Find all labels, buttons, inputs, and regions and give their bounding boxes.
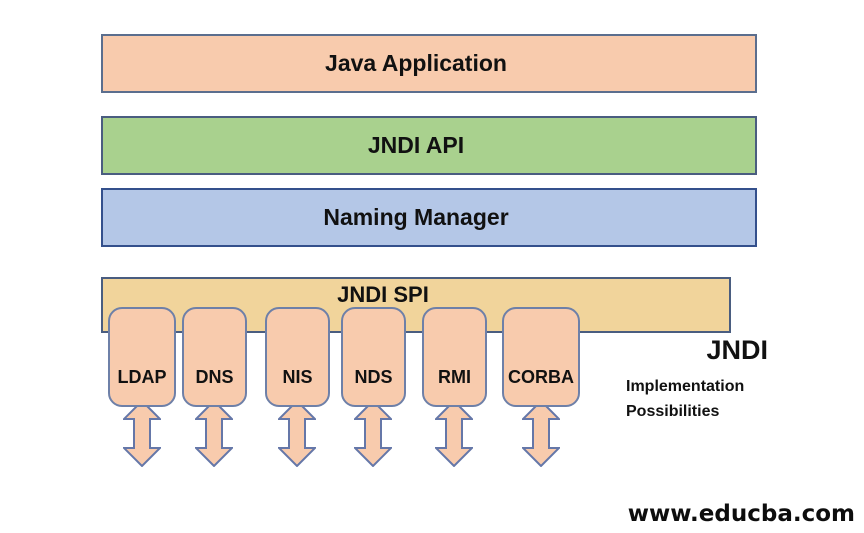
double-arrow-icon <box>195 400 233 467</box>
side-caption: JNDI Implementation Possibilities <box>626 335 768 424</box>
provider-box-dns: DNS <box>182 307 247 407</box>
layer-naming-manager-label: Naming Manager <box>323 204 509 230</box>
layer-java-application-label: Java Application <box>325 50 507 76</box>
provider-label: NIS <box>282 367 313 387</box>
double-arrow-icon <box>278 400 316 467</box>
provider-label: NDS <box>354 367 393 387</box>
provider-label: RMI <box>438 367 471 387</box>
provider-box-rmi: RMI <box>422 307 487 407</box>
side-caption-line: Implementation <box>626 377 745 395</box>
provider-box-corba: CORBA <box>502 307 580 407</box>
double-arrow-icon <box>123 400 161 467</box>
side-caption-line: Possibilities <box>626 402 720 420</box>
layer-naming-manager: Naming Manager <box>101 188 757 247</box>
provider-box-nds: NDS <box>341 307 406 407</box>
provider-label: DNS <box>195 367 234 387</box>
layer-jndi-spi-label: JNDI SPI <box>337 282 429 307</box>
double-arrow-icon <box>522 400 560 467</box>
watermark-text: www.educba.com <box>627 501 855 527</box>
double-arrow-icon <box>435 400 473 467</box>
layer-java-application: Java Application <box>101 34 757 93</box>
provider-box-ldap: LDAP <box>108 307 176 407</box>
side-caption-title: JNDI <box>706 335 768 365</box>
layer-jndi-api: JNDI API <box>101 116 757 175</box>
layer-jndi-api-label: JNDI API <box>367 132 465 158</box>
double-arrow-icon <box>354 400 392 467</box>
provider-label: CORBA <box>508 367 574 387</box>
provider-label: LDAP <box>117 367 167 387</box>
provider-box-nis: NIS <box>265 307 330 407</box>
